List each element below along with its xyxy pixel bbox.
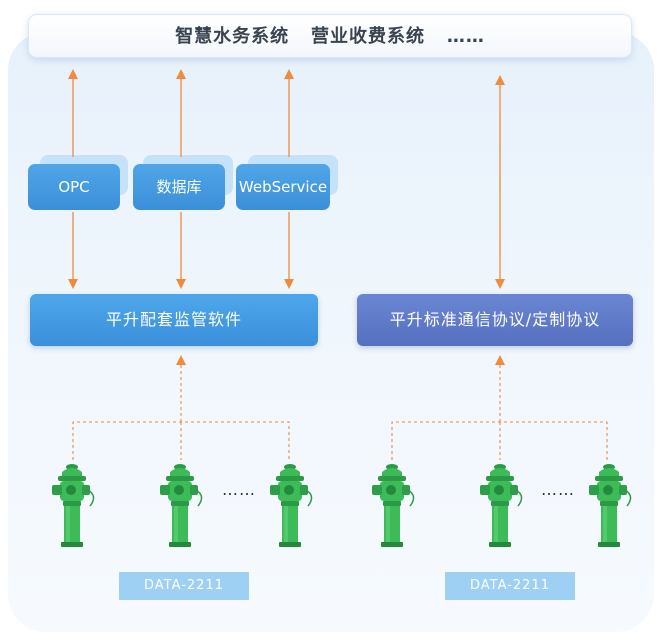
database-interface: 数据库: [133, 164, 225, 210]
system-smart-water: 智慧水务系统: [175, 26, 290, 47]
device-label-left: DATA-2211: [119, 572, 249, 600]
webservice-interface: WebService: [236, 164, 330, 210]
upper-systems-bar: 智慧水务系统 营业收费系统 ……: [28, 14, 632, 58]
hydrant-icon: [52, 464, 95, 547]
hydrant-icon: [372, 464, 415, 547]
device-label-right: DATA-2211: [445, 572, 575, 600]
devices-ellipsis-right: ……: [541, 480, 575, 499]
hydrant-icon: [160, 464, 203, 547]
upper-systems-text: 智慧水务系统 营业收费系统 ……: [29, 15, 631, 59]
systems-ellipsis: ……: [446, 26, 485, 47]
hydrant-icon: [480, 464, 523, 547]
protocol-box: 平升标准通信协议/定制协议: [357, 294, 633, 346]
monitoring-software-box: 平升配套监管软件: [30, 294, 318, 346]
opc-interface: OPC: [28, 164, 120, 210]
devices-ellipsis-left: ……: [222, 480, 256, 499]
hydrant-icon: [270, 464, 313, 547]
system-billing: 营业收费系统: [311, 26, 425, 47]
hydrant-icon: [589, 464, 632, 547]
